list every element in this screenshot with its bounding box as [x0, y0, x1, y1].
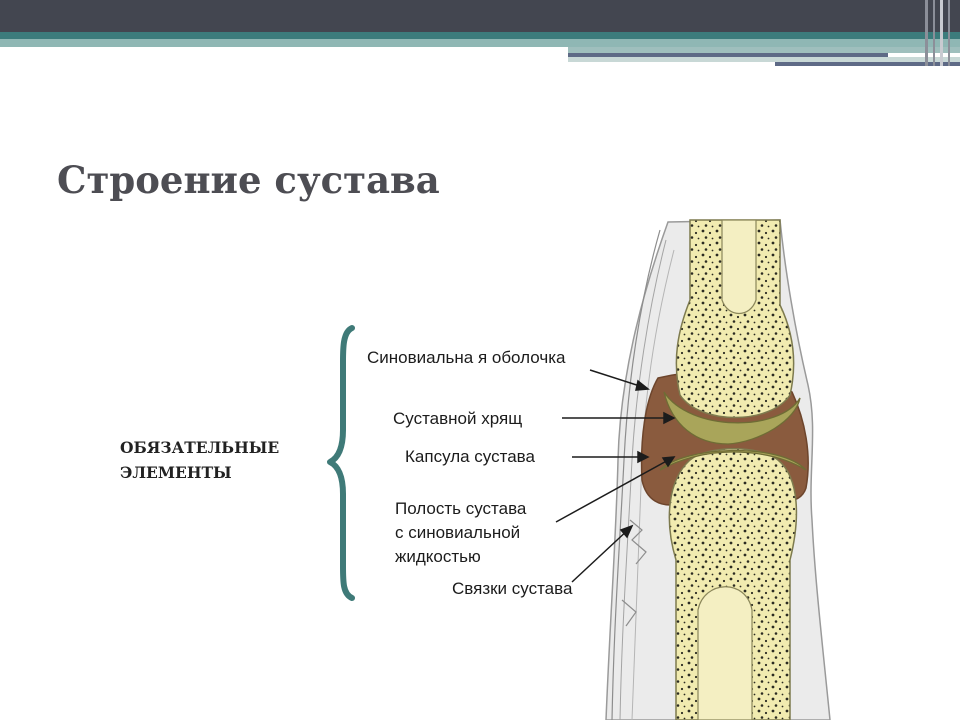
leader-cavity: [555, 457, 673, 523]
arrow-joint-capsule: [637, 450, 650, 464]
side-caption-line-2: ЭЛЕМЕНТЫ: [120, 463, 232, 482]
arrow-articular-cartilage: [663, 411, 676, 425]
arrow-synovial-membrane: [635, 379, 650, 391]
slide-title: Строение сустава: [57, 158, 440, 202]
leader-lines: [555, 369, 676, 583]
label-ligaments: Связки сустава: [452, 579, 573, 598]
label-synovial-membrane: Синовиальна я оболочка: [367, 348, 566, 367]
side-caption-line-1: ОБЯЗАТЕЛЬНЫЕ: [120, 438, 279, 457]
leader-ligaments: [571, 527, 631, 583]
label-cavity-line-3: жидкостью: [395, 547, 481, 566]
label-cavity-line-2: с синовиальной: [395, 523, 520, 542]
label-joint-capsule: Капсула сустава: [405, 447, 535, 466]
label-cavity-line-1: Полость сустава: [395, 499, 527, 518]
arrow-cavity: [661, 456, 676, 468]
arrow-ligaments: [619, 524, 634, 539]
curly-bracket: [327, 325, 355, 601]
joint-illustration: [605, 219, 831, 720]
label-articular-cartilage: Суставной хрящ: [393, 409, 522, 428]
header-band: [0, 0, 960, 66]
